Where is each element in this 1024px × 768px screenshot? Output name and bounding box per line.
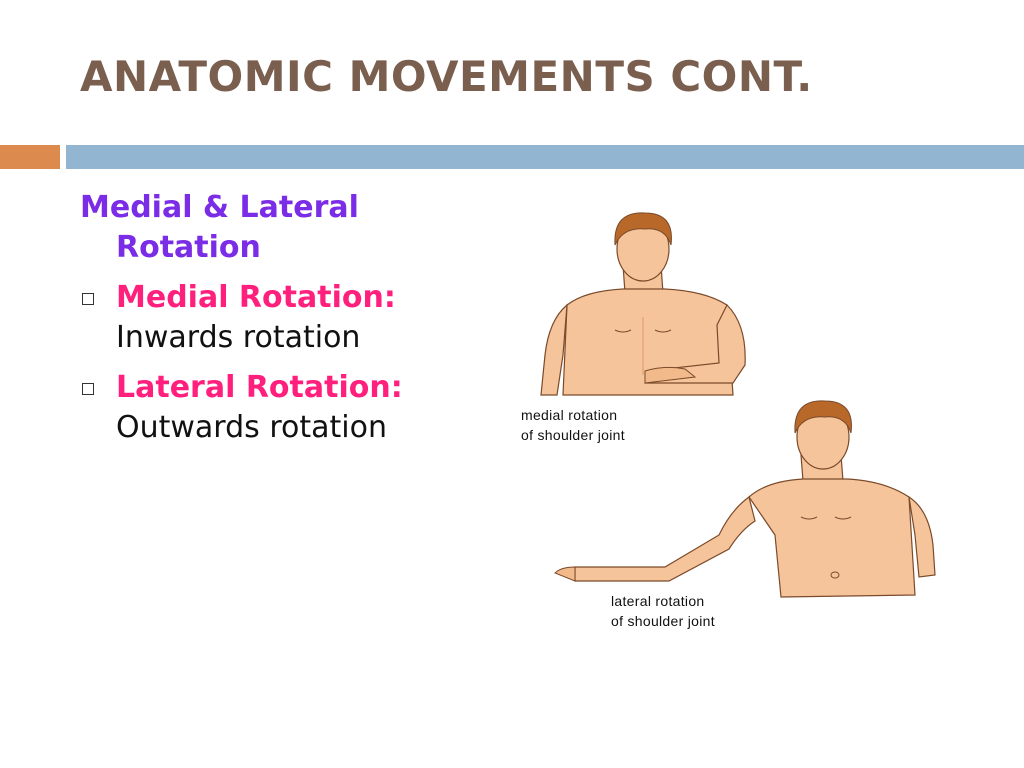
caption-line: medial rotation <box>521 407 618 423</box>
caption-line: lateral rotation <box>611 593 705 609</box>
bullet-term: Medial Rotation: <box>116 280 396 315</box>
title-accent-bar <box>0 145 60 169</box>
caption-line: of shoulder joint <box>521 427 625 443</box>
bullet-definition: Outwards rotation <box>116 410 387 445</box>
heading-line-1: Medial & Lateral <box>80 190 359 225</box>
medial-rotation-caption: medial rotation of shoulder joint <box>521 405 625 445</box>
anatomy-figures-image <box>540 212 936 598</box>
bullet-medial-rotation: Medial Rotation: Inwards rotation <box>80 278 480 358</box>
slide-title: ANATOMIC MOVEMENTS CONT. <box>80 52 813 101</box>
section-heading: Medial & Lateral Rotation <box>80 188 480 268</box>
caption-line: of shoulder joint <box>611 613 715 629</box>
content-area: Medial & Lateral Rotation Medial Rotatio… <box>80 188 480 448</box>
bullet-term: Lateral Rotation: <box>116 370 403 405</box>
lateral-rotation-figure <box>554 400 936 598</box>
rotation-illustration: medial rotation of shoulder joint latera… <box>505 205 965 645</box>
bullet-lateral-rotation: Lateral Rotation: Outwards rotation <box>80 368 480 448</box>
heading-line-2: Rotation <box>116 230 261 265</box>
medial-rotation-figure <box>540 212 746 396</box>
square-bullet-icon <box>82 383 94 395</box>
lateral-rotation-caption: lateral rotation of shoulder joint <box>611 591 715 631</box>
title-divider-bar <box>66 145 1024 169</box>
square-bullet-icon <box>82 293 94 305</box>
bullet-definition: Inwards rotation <box>116 320 361 355</box>
